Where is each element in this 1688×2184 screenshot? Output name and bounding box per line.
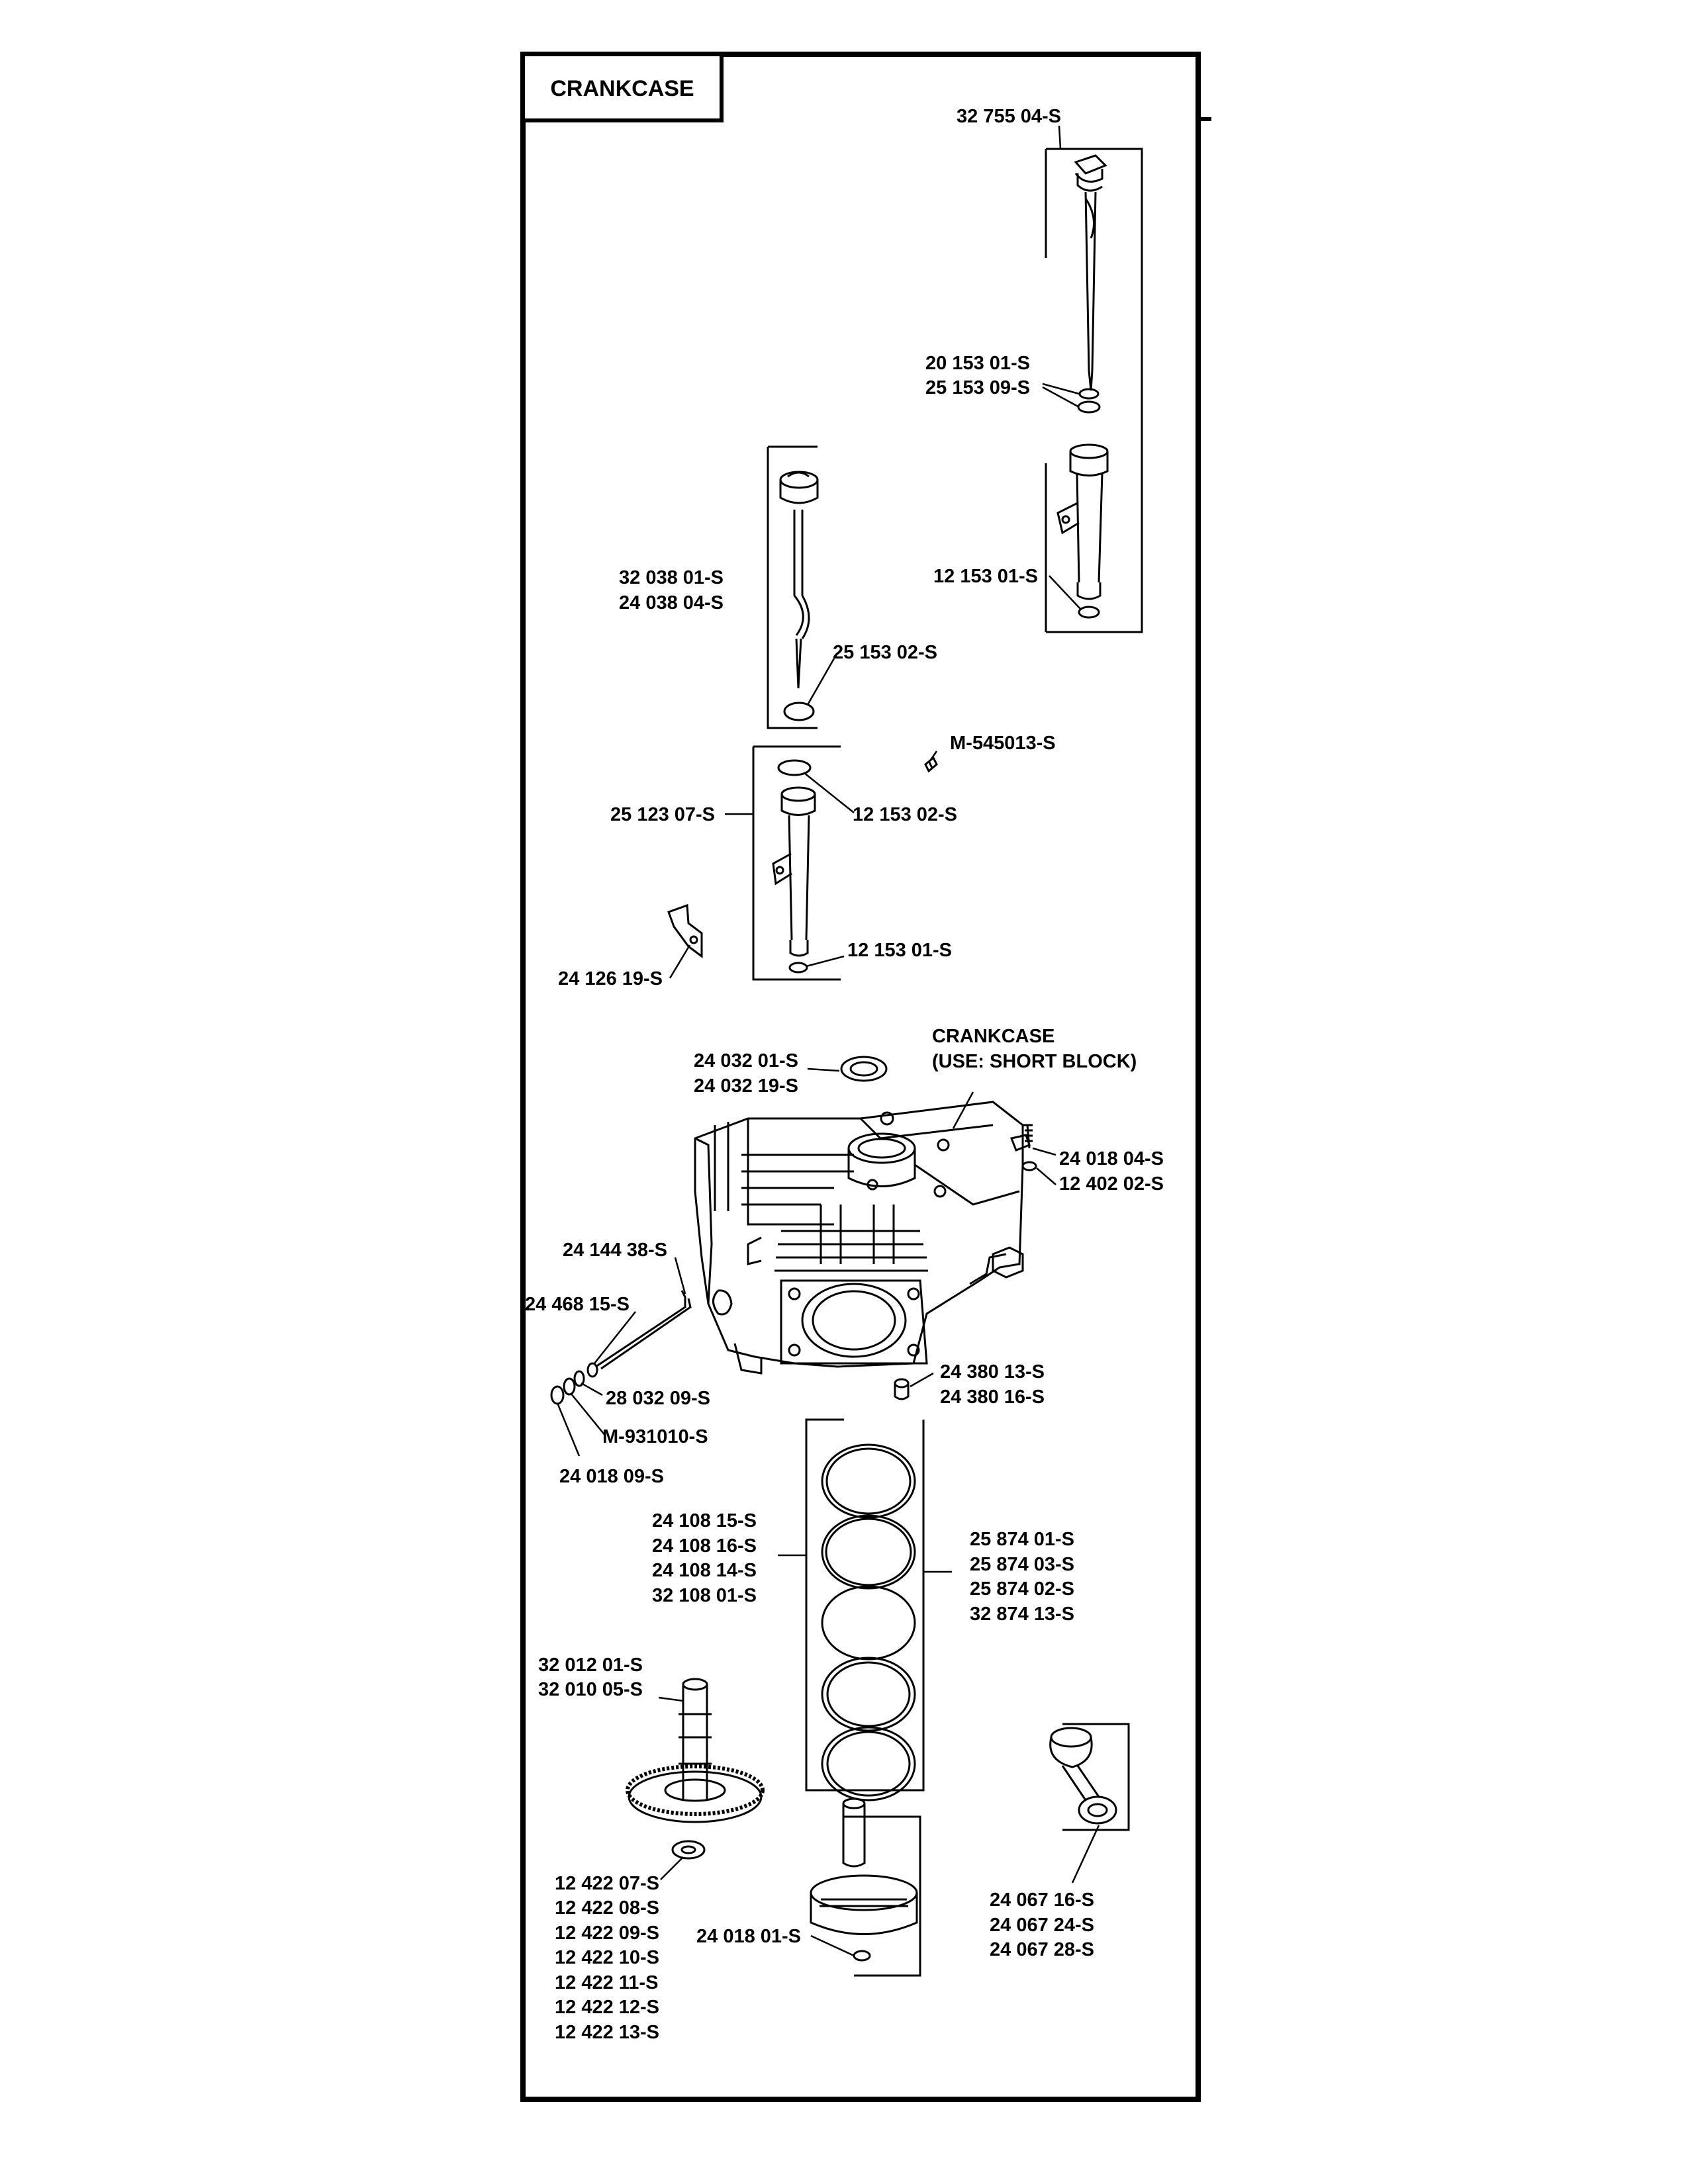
bracket-group-a xyxy=(1045,148,1143,633)
control-rod xyxy=(595,1290,692,1370)
label-screw: M-545013-S xyxy=(950,733,1056,754)
label-rings-right-3: 25 874 02-S xyxy=(970,1578,1074,1600)
label-cap-b2: 24 038 04-S xyxy=(619,592,724,614)
label-dowel-1: 24 380 13-S xyxy=(940,1361,1045,1383)
piston-rings xyxy=(821,1443,916,1801)
shim-icon xyxy=(671,1840,706,1860)
label-rings-left-1: 24 108 15-S xyxy=(652,1510,757,1531)
label-seal-1: 24 032 01-S xyxy=(694,1050,798,1071)
breather-stud xyxy=(1023,1124,1033,1149)
washer-icon xyxy=(573,1370,585,1387)
label-breather-1: 24 018 04-S xyxy=(1059,1148,1164,1169)
label-tube-a-bottom: 12 153 01-S xyxy=(933,566,1038,587)
label-rings-left-2: 24 108 16-S xyxy=(652,1535,757,1557)
dowel-top xyxy=(894,1378,910,1388)
oring-tube-b-bottom xyxy=(788,962,808,974)
title-box xyxy=(521,52,724,122)
crankcase-body xyxy=(694,1101,1024,1375)
label-oring-a2: 25 153 09-S xyxy=(925,377,1030,398)
label-rings-left-4: 32 108 01-S xyxy=(652,1585,757,1606)
label-conn-rod-2: 24 067 24-S xyxy=(990,1915,1094,1936)
oring-a2 xyxy=(1077,400,1101,414)
label-shim-4: 12 422 10-S xyxy=(555,1947,659,1968)
label-cam-2: 32 010 05-S xyxy=(538,1679,643,1700)
label-conn-rod-3: 24 067 28-S xyxy=(990,1939,1094,1960)
label-tube-b-top-oring: 12 153 02-S xyxy=(853,804,957,825)
label-seal-2: 24 032 19-S xyxy=(694,1075,798,1097)
page-title: CRANKCASE xyxy=(550,76,694,101)
label-bracket: 24 126 19-S xyxy=(558,968,663,989)
label-conn-rod-1: 24 067 16-S xyxy=(990,1889,1094,1911)
label-tube-b: 25 123 07-S xyxy=(610,804,715,825)
oil-tube-b xyxy=(772,786,816,957)
dipstick-cap-b xyxy=(779,471,819,689)
breather-washer xyxy=(1021,1161,1037,1171)
label-breather-2: 12 402 02-S xyxy=(1059,1173,1164,1195)
label-shim-1: 12 422 07-S xyxy=(555,1873,659,1894)
oil-tube-a xyxy=(1056,443,1109,600)
label-oring-a1: 20 153 01-S xyxy=(925,353,1030,374)
camshaft xyxy=(626,1678,765,1823)
shim-hole xyxy=(680,1845,696,1854)
label-shim-2: 12 422 08-S xyxy=(555,1897,659,1919)
rings-bracket xyxy=(805,1418,925,1792)
dipstick-a xyxy=(1074,154,1107,391)
label-shim-6: 12 422 12-S xyxy=(555,1997,659,2018)
connecting-rod xyxy=(1049,1727,1117,1825)
label-rings-right-2: 25 874 03-S xyxy=(970,1554,1074,1575)
label-shim-5: 12 422 11-S xyxy=(555,1972,658,1993)
label-cap-b1: 32 038 01-S xyxy=(619,567,724,588)
label-dipstick-top: 32 755 04-S xyxy=(957,106,1061,127)
breather-block xyxy=(1009,1134,1031,1152)
label-rings-left-3: 24 108 14-S xyxy=(652,1560,757,1581)
bracket-group-c xyxy=(752,745,841,981)
conn-rod-bracket xyxy=(1062,1723,1130,1831)
piston xyxy=(810,1874,918,1935)
oil-seal-inner xyxy=(849,1061,878,1077)
leader-lines xyxy=(556,125,1100,1957)
bracket-hole xyxy=(689,935,698,944)
label-rings-right-1: 25 874 01-S xyxy=(970,1529,1074,1550)
rod-seal xyxy=(586,1362,598,1378)
oring-a-bottom xyxy=(1078,606,1100,619)
label-shim-3: 12 422 09-S xyxy=(555,1923,659,1944)
bracket-icon xyxy=(667,903,703,958)
pin-clip xyxy=(853,1950,871,1962)
piston-pin xyxy=(842,1797,866,1868)
label-clip: M-931010-S xyxy=(602,1426,708,1447)
clip-icon xyxy=(563,1377,576,1396)
label-oring-b: 25 153 02-S xyxy=(833,642,937,663)
diagram-border xyxy=(520,52,1201,2102)
bracket-group-b xyxy=(767,445,818,729)
oring-a1 xyxy=(1078,388,1100,400)
label-crankcase-1: CRANKCASE xyxy=(932,1026,1055,1047)
label-rod: 24 144 38-S xyxy=(563,1240,667,1261)
dowel-icon xyxy=(894,1383,910,1400)
label-crankcase-2: (USE: SHORT BLOCK) xyxy=(932,1051,1137,1072)
retainer-icon xyxy=(550,1385,565,1405)
label-rod-seal: 24 468 15-S xyxy=(525,1294,630,1315)
oring-tube-b-top xyxy=(777,759,812,776)
label-retainer: 24 018 09-S xyxy=(559,1466,664,1487)
label-rings-right-4: 32 874 13-S xyxy=(970,1604,1074,1625)
screw-icon xyxy=(924,756,938,773)
label-cam-1: 32 012 01-S xyxy=(538,1655,643,1676)
label-dowel-2: 24 380 16-S xyxy=(940,1387,1045,1408)
oring-b xyxy=(783,702,815,721)
label-shim-7: 12 422 13-S xyxy=(555,2022,659,2043)
label-washer: 28 032 09-S xyxy=(606,1388,710,1409)
oil-seal xyxy=(840,1056,888,1082)
label-tube-b-bottom: 12 153 01-S xyxy=(847,940,952,961)
label-pin-clip: 24 018 01-S xyxy=(696,1926,801,1947)
piston-bracket xyxy=(844,1815,921,1977)
